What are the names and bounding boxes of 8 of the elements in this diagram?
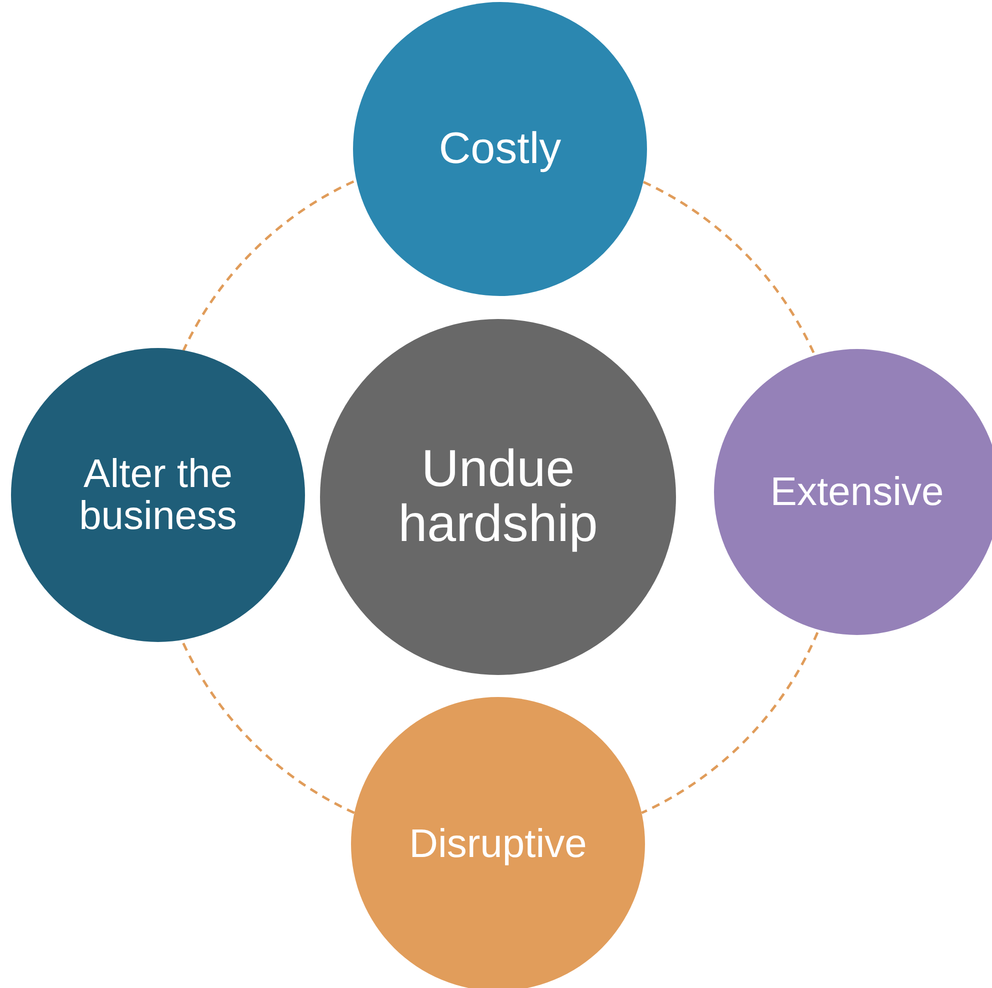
dashed-connector — [182, 179, 357, 352]
dashed-connector — [641, 632, 819, 814]
node-label: Alter the business — [78, 453, 238, 537]
node-label: Costly — [438, 126, 562, 172]
node-label: Disruptive — [409, 823, 587, 865]
node-label: Undue hardship — [397, 442, 599, 552]
node-label: Extensive — [770, 471, 944, 513]
dashed-connector — [642, 180, 815, 354]
